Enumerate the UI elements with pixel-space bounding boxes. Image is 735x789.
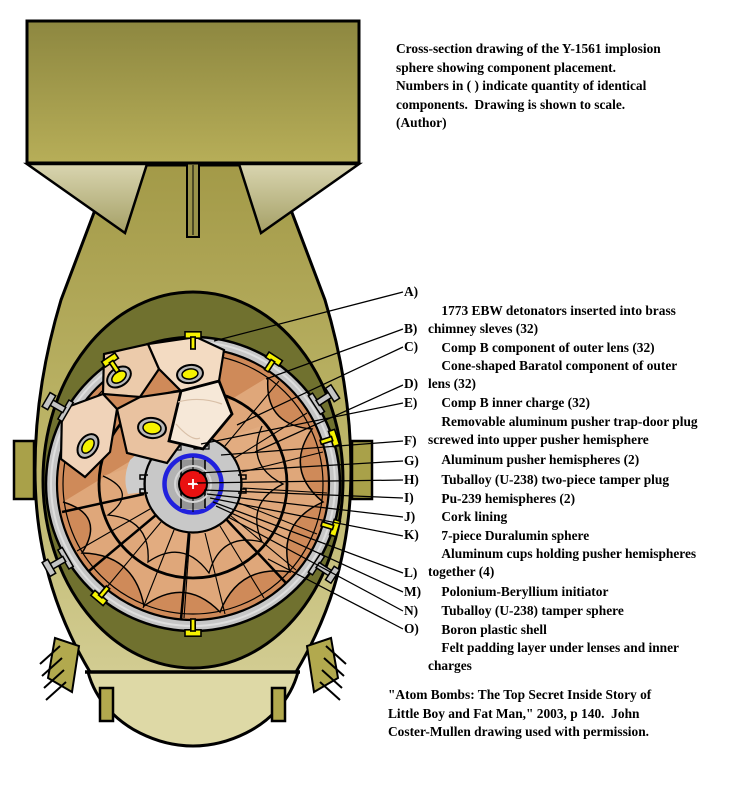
component-label-a: A) 1773 EBW detonators inserted into bras…: [402, 283, 735, 357]
label-text: Pu-239 hemispheres (2): [441, 490, 576, 506]
antenna-right: [305, 636, 347, 701]
label-text: Tuballoy (U-238) tamper sphere: [441, 602, 624, 618]
nose-plug-right: [270, 686, 287, 723]
label-text: Felt padding layer under lenses and inne…: [428, 639, 679, 674]
leader-lines: [196, 291, 404, 630]
label-text: Comp B component of outer lens (32): [441, 339, 655, 355]
label-key: D): [404, 376, 419, 391]
citation: "Atom Bombs: The Top Secret Inside Story…: [388, 687, 652, 740]
label-text: Cork lining: [441, 508, 508, 524]
detonator-ports: [76, 363, 204, 459]
label-text: Aluminum pusher hemispheres (2): [441, 451, 640, 467]
label-key: F): [404, 433, 417, 448]
label-text: Cone-shaped Baratol component of outer l…: [428, 357, 678, 392]
label-text: Polonium-Beryllium initiator: [441, 583, 609, 599]
label-text: Removable aluminum pusher trap-door plug…: [428, 413, 698, 448]
component-label-i: I) Cork lining: [402, 489, 735, 545]
label-key: A): [404, 284, 419, 299]
component-label-h: H) Pu-239 hemispheres (2): [402, 471, 735, 527]
label-text: 1773 EBW detonators inserted into brass …: [428, 302, 676, 337]
component-label-j: J) 7-piece Duralumin sphere: [402, 508, 735, 564]
component-label-l: L) Polonium-Beryllium initiator: [402, 564, 735, 620]
label-key: H): [404, 472, 419, 487]
component-label-g: G) Tuballoy (U-238) two-piece tamper plug: [402, 452, 735, 508]
component-label-k: K) Aluminum cups holding pusher hemispher…: [402, 526, 735, 600]
label-key: E): [404, 395, 418, 410]
cork-lining: [174, 465, 212, 503]
label-key: I): [404, 490, 414, 505]
label-key: K): [404, 527, 419, 542]
nose-cap: [85, 670, 300, 748]
tail-fins: [23, 162, 363, 236]
label-text: Comp B inner charge (32): [441, 394, 590, 410]
component-label-e: E) Removable aluminum pusher trap-door pl…: [402, 394, 735, 468]
component-label-b: B) Comp B component of outer lens (32): [402, 320, 735, 376]
component-label-m: M) Tuballoy (U-238) tamper sphere: [402, 583, 735, 639]
trunnion-right: [350, 439, 374, 501]
label-key: B): [404, 321, 418, 336]
component-label-n: N) Boron plastic shell: [402, 602, 735, 658]
label-text: 7-piece Duralumin sphere: [441, 527, 590, 543]
pusher-cup-right: [238, 474, 247, 494]
caption-title: Cross-section drawing of the Y-1561 impl…: [396, 41, 661, 131]
label-key: O): [404, 621, 419, 636]
label-key: C): [404, 339, 419, 354]
component-label-f: F) Aluminum pusher hemispheres (2): [402, 432, 735, 488]
label-key: N): [404, 603, 419, 618]
label-text: Tuballoy (U-238) two-piece tamper plug: [441, 471, 670, 487]
nose-plug-left: [98, 686, 115, 723]
label-text: Boron plastic shell: [441, 621, 547, 637]
antenna-left: [39, 636, 81, 701]
trunnion-left: [12, 439, 36, 501]
component-label-o: O) Felt padding layer under lenses and in…: [402, 620, 735, 694]
component-label-d: D) Comp B inner charge (32): [402, 375, 735, 431]
label-key: M): [404, 584, 422, 599]
label-key: L): [404, 565, 418, 580]
pusher-cup-left: [139, 474, 148, 494]
label-key: J): [404, 509, 416, 524]
tail-box: [25, 19, 361, 165]
label-key: G): [404, 453, 419, 468]
label-text: Aluminum cups holding pusher hemispheres…: [428, 545, 697, 580]
component-label-c: C) Cone-shaped Baratol component of outer…: [402, 338, 735, 412]
